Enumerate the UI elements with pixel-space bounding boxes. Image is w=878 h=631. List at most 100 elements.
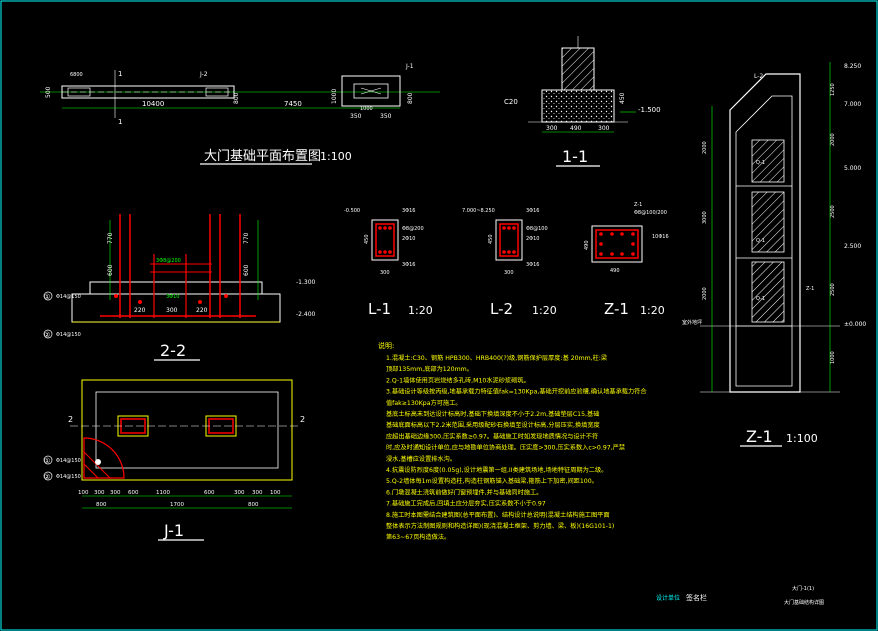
note-line: 顶部135mm,底部为120mm。 bbox=[386, 365, 473, 373]
plan-dim-7: 800 bbox=[407, 92, 414, 104]
plan-label-2: J-2 bbox=[199, 71, 208, 78]
sec22-tag-text-2: Φ14@150 bbox=[56, 332, 81, 338]
Z1s-rebar-3: 10Φ16 bbox=[652, 234, 669, 240]
Z1-mark-2: Q-1 bbox=[756, 238, 765, 244]
Z1s-rebar-1: Z-1 bbox=[634, 202, 642, 208]
sec22-dim-4: 220 bbox=[196, 307, 208, 314]
title-block: 设计单位 签名栏 大门-1(1) 大门基础结构详图 bbox=[656, 585, 824, 606]
note-line: 2.Q-1墙体使用页岩烧结多孔砖,M10水泥砂浆砌筑。 bbox=[386, 376, 530, 384]
L1-title: L-1 bbox=[368, 300, 391, 318]
footing-1-1 bbox=[541, 89, 615, 123]
Z1s-rebar-2: Φ8@100/200 bbox=[634, 210, 667, 216]
L1-level: -0.500 bbox=[344, 208, 360, 214]
beam-L-2: 3Φ16 3Φ16 Φ8@100 2Φ10 7.000~8.250 450 30… bbox=[462, 208, 557, 318]
sec11-side: 450 bbox=[619, 92, 626, 104]
sec22-dim-5: 300 bbox=[166, 307, 178, 314]
J1-dim-top: 100 bbox=[78, 490, 89, 496]
L2-rebar-bot: 3Φ16 bbox=[526, 262, 539, 268]
column-Z-1-section: Z-1 Φ8@100/200 10Φ16 490 490 Z-1 1:20 bbox=[584, 202, 669, 318]
note-line: 值fak≥130Kpa方可施工。 bbox=[386, 399, 461, 407]
sec22-dim-3: 220 bbox=[134, 307, 146, 314]
plan-label-4: 1000 bbox=[360, 106, 373, 112]
Z1-ground: 室外地坪 bbox=[682, 319, 702, 326]
J1-dim-bottom: 800 bbox=[248, 502, 259, 508]
Z1s-dim-1: 490 bbox=[610, 268, 620, 274]
notes-lines: 1.混凝土:C30、钢筋 HPB300、HRB400(?)级,钢筋保护层厚度:基… bbox=[386, 354, 647, 541]
Z1s-title: Z-1 bbox=[604, 300, 629, 318]
note-line: 基底土标高未到达设计标高时,基础下换填深度不小于2.2m,基础垫层C15,基础 bbox=[386, 410, 599, 418]
J1-dim-top: 300 bbox=[234, 490, 245, 496]
Z1-level-2: 7.000 bbox=[844, 101, 861, 108]
L2-scale: 1:20 bbox=[532, 304, 557, 317]
L1-dim: 300 bbox=[380, 270, 390, 276]
note-line: 基础底面标高以下2.2米范围,采用级配砂石换填至设计标高,分层压实,换填宽度 bbox=[386, 421, 600, 429]
Z1-mark-4: Z-1 bbox=[806, 286, 814, 292]
plan-label-1: 6800 bbox=[70, 72, 83, 78]
plan-dim-3: 350 bbox=[350, 113, 362, 120]
plan-dim-5: 800 bbox=[233, 92, 240, 104]
note-line: 5.Q-2墙体每1m设置构造柱,构造柱钢筋锚入基础梁,箍筋上下加密,间距100。 bbox=[386, 477, 598, 485]
L2-title: L-2 bbox=[490, 300, 513, 318]
note-line: 1.混凝土:C30、钢筋 HPB300、HRB400(?)级,钢筋保护层厚度:基… bbox=[386, 354, 607, 362]
Z1s-dim-2: 490 bbox=[584, 240, 590, 250]
title-drawing: 大门基础结构详图 bbox=[784, 599, 824, 606]
J1-dim-top: 300 bbox=[110, 490, 121, 496]
sec22-tag-2: ② bbox=[44, 331, 50, 339]
L1-scale: 1:20 bbox=[408, 304, 433, 317]
title-left: 设计单位 bbox=[656, 594, 680, 602]
J1-mark-right: 2 bbox=[300, 415, 305, 424]
note-line: 8.施工时本图需结合建筑图(总平面布置)、结构设计总说明(混凝土结构施工图平面 bbox=[386, 511, 610, 519]
plan-label-3: J-1 bbox=[405, 63, 414, 70]
L2-dim: 300 bbox=[504, 270, 514, 276]
plan-section-mark-bottom: 1 bbox=[118, 118, 122, 126]
Z1-dim-3: 2500 bbox=[830, 205, 836, 218]
sec22-rebar-1: 3Φ8@200 bbox=[156, 258, 181, 264]
Z1-left-dim-2: 3000 bbox=[702, 211, 708, 224]
Z1-top-tag: L-2 bbox=[754, 73, 763, 80]
Z1-level-5: ±0.000 bbox=[844, 321, 866, 328]
sec22-dim-1b: 770 bbox=[243, 232, 250, 244]
J1-title: J-1 bbox=[163, 521, 184, 540]
J1-tag-text-1: Φ14@150 bbox=[56, 458, 81, 464]
Z1-scale: 1:100 bbox=[786, 432, 818, 445]
sec22-dim-1: 770 bbox=[107, 232, 114, 244]
Z1-level-4: 2.500 bbox=[844, 243, 861, 250]
J1-dim-top: 300 bbox=[94, 490, 105, 496]
L2-height: 450 bbox=[488, 234, 494, 244]
L2-rebar-stirrup: Φ8@100 bbox=[526, 226, 548, 232]
J1-dim-top: 300 bbox=[252, 490, 263, 496]
Z1s-scale: 1:20 bbox=[640, 304, 665, 317]
sec11-title: 1-1 bbox=[562, 147, 588, 166]
J1-mark-left: 2 bbox=[68, 415, 73, 424]
sec22-level-2: -2.400 bbox=[296, 311, 316, 318]
Z1-title: Z-1 bbox=[746, 427, 773, 446]
Z1-level-3: 5.000 bbox=[844, 165, 861, 172]
plan-dim-6: 1000 bbox=[331, 89, 338, 104]
L1-rebar-stirrup: Φ8@200 bbox=[402, 226, 424, 232]
Z1-dim-4: 2500 bbox=[830, 283, 836, 296]
sec11-concrete: C20 bbox=[504, 98, 518, 106]
sec22-tag-1: ① bbox=[44, 293, 50, 301]
L1-rebar-top: 3Φ16 bbox=[402, 208, 415, 214]
sec11-dim-1: 300 bbox=[546, 125, 558, 132]
note-line: 时,应及时通知设计单位,应与地勘单位协商处理。压实度>300,压实系数入c>0.… bbox=[386, 444, 625, 452]
note-line: 6.门墩混凝土浇筑前做好门窗预埋件,并与基础同时施工。 bbox=[386, 488, 542, 496]
L2-rebar-side: 2Φ10 bbox=[526, 236, 539, 242]
plan-title: 大门基础平面布置图 bbox=[204, 149, 321, 164]
L2-level: 7.000~8.250 bbox=[462, 208, 495, 214]
note-line: 4.抗震设防烈度6度(0.05g),设计地震第一组,II类建筑场地,场地特征周期… bbox=[386, 466, 607, 474]
sec22-dim-2: 600 bbox=[107, 264, 114, 276]
sec22-rebar-2: 3Φ10 bbox=[166, 294, 179, 300]
note-line: 3.基础设计等级按丙级,地基承载力特征值fak=130Kpa,基础开挖前应验槽,… bbox=[386, 388, 647, 396]
J1-tag-text-2: Φ14@150 bbox=[56, 474, 81, 480]
note-line: 第63~67页构造做法。 bbox=[386, 533, 450, 541]
note-line: 7.基础施工完成后,回填土应分层夯实,压实系数不小于0.97 bbox=[386, 500, 546, 508]
sec11-dim-3: 300 bbox=[598, 125, 610, 132]
sec22-dim-2b: 600 bbox=[243, 264, 250, 276]
J1-dim-top: 600 bbox=[128, 490, 139, 496]
design-notes: 说明: 1.混凝土:C30、钢筋 HPB300、HRB400(?)级,钢筋保护层… bbox=[378, 341, 647, 541]
Z1-level-1: 8.250 bbox=[844, 63, 861, 70]
